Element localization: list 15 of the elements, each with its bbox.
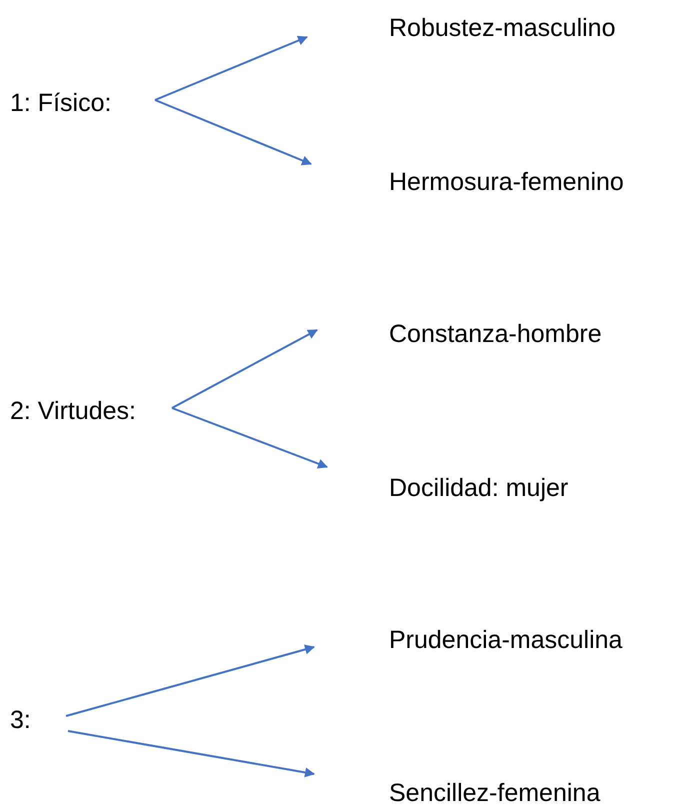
term-label: Constanza-hombre xyxy=(317,319,602,349)
term-label: 1: Físico: xyxy=(10,88,155,118)
arrow xyxy=(172,407,328,468)
term-label: 2: Virtudes: xyxy=(10,396,172,426)
arrow xyxy=(68,730,315,778)
arrow xyxy=(172,329,318,409)
term-label: Hermosura-femenino xyxy=(311,167,624,197)
term-label: Docilidad: mujer xyxy=(327,473,568,503)
arrow xyxy=(154,36,308,101)
term-label: Sencillez-femenina xyxy=(314,778,600,805)
arrow xyxy=(154,99,312,166)
term-label: Prudencia-masculina xyxy=(314,625,622,655)
arrow xyxy=(66,644,315,717)
term-label: 3: xyxy=(10,705,66,735)
term-label: Robustez-masculino xyxy=(307,13,616,43)
